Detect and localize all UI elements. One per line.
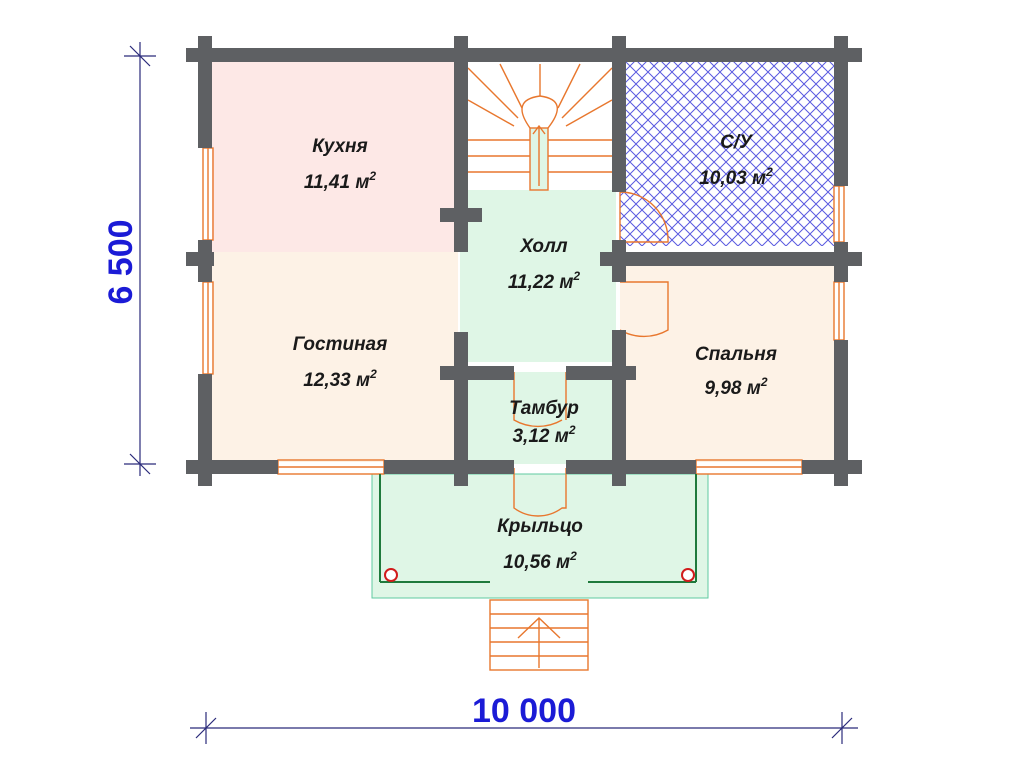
- room-name: Кухня: [312, 136, 367, 157]
- walls: [186, 36, 862, 486]
- room-name: С/У: [720, 132, 754, 153]
- hall-floor: [460, 190, 616, 362]
- room-label-hall: Холл 11,22 м2: [508, 236, 580, 293]
- room-name: Спальня: [695, 344, 777, 365]
- living-floor: [212, 252, 458, 462]
- door-swings: [513, 191, 669, 517]
- width-dimension-label: 10 000: [472, 692, 576, 730]
- room-label-living: Гостиная 12,33 м2: [293, 334, 388, 391]
- porch-railings: [379, 474, 697, 583]
- room-area: 9,98 м2: [704, 375, 767, 399]
- kitchen-floor: [212, 62, 458, 252]
- room-area: 11,41 м2: [304, 169, 376, 193]
- room-area: 12,33 м2: [303, 367, 377, 391]
- bedroom-floor: [620, 266, 834, 462]
- width-dimension: 10 000: [190, 692, 858, 744]
- room-name: Тамбур: [509, 398, 579, 419]
- room-label-vestibule: Тамбур 3,12 м2: [509, 398, 579, 447]
- height-dimension-label: 6 500: [102, 219, 140, 304]
- room-area: 11,22 м2: [508, 269, 580, 293]
- room-label-bedroom: Спальня 9,98 м2: [695, 344, 777, 399]
- room-name: Холл: [519, 236, 567, 257]
- porch-floor: [371, 473, 709, 599]
- room-label-kitchen: Кухня 11,41 м2: [304, 136, 376, 193]
- bathroom-floor: [620, 62, 834, 246]
- room-name: Гостиная: [293, 334, 388, 355]
- post-icon: [384, 568, 398, 582]
- porch-steps-icon: [489, 599, 589, 671]
- post-icon: [681, 568, 695, 582]
- height-dimension: 6 500: [102, 42, 156, 476]
- room-label-bathroom: С/У 10,03 м2: [699, 132, 773, 189]
- room-area: 10,03 м2: [699, 165, 773, 189]
- room-area: 3,12 м2: [512, 423, 575, 447]
- vestibule-floor: [466, 372, 614, 464]
- room-area: 10,56 м2: [503, 549, 577, 573]
- room-label-porch: Крыльцо 10,56 м2: [497, 516, 583, 573]
- staircase-icon: [467, 63, 613, 191]
- room-name: Крыльцо: [497, 516, 583, 537]
